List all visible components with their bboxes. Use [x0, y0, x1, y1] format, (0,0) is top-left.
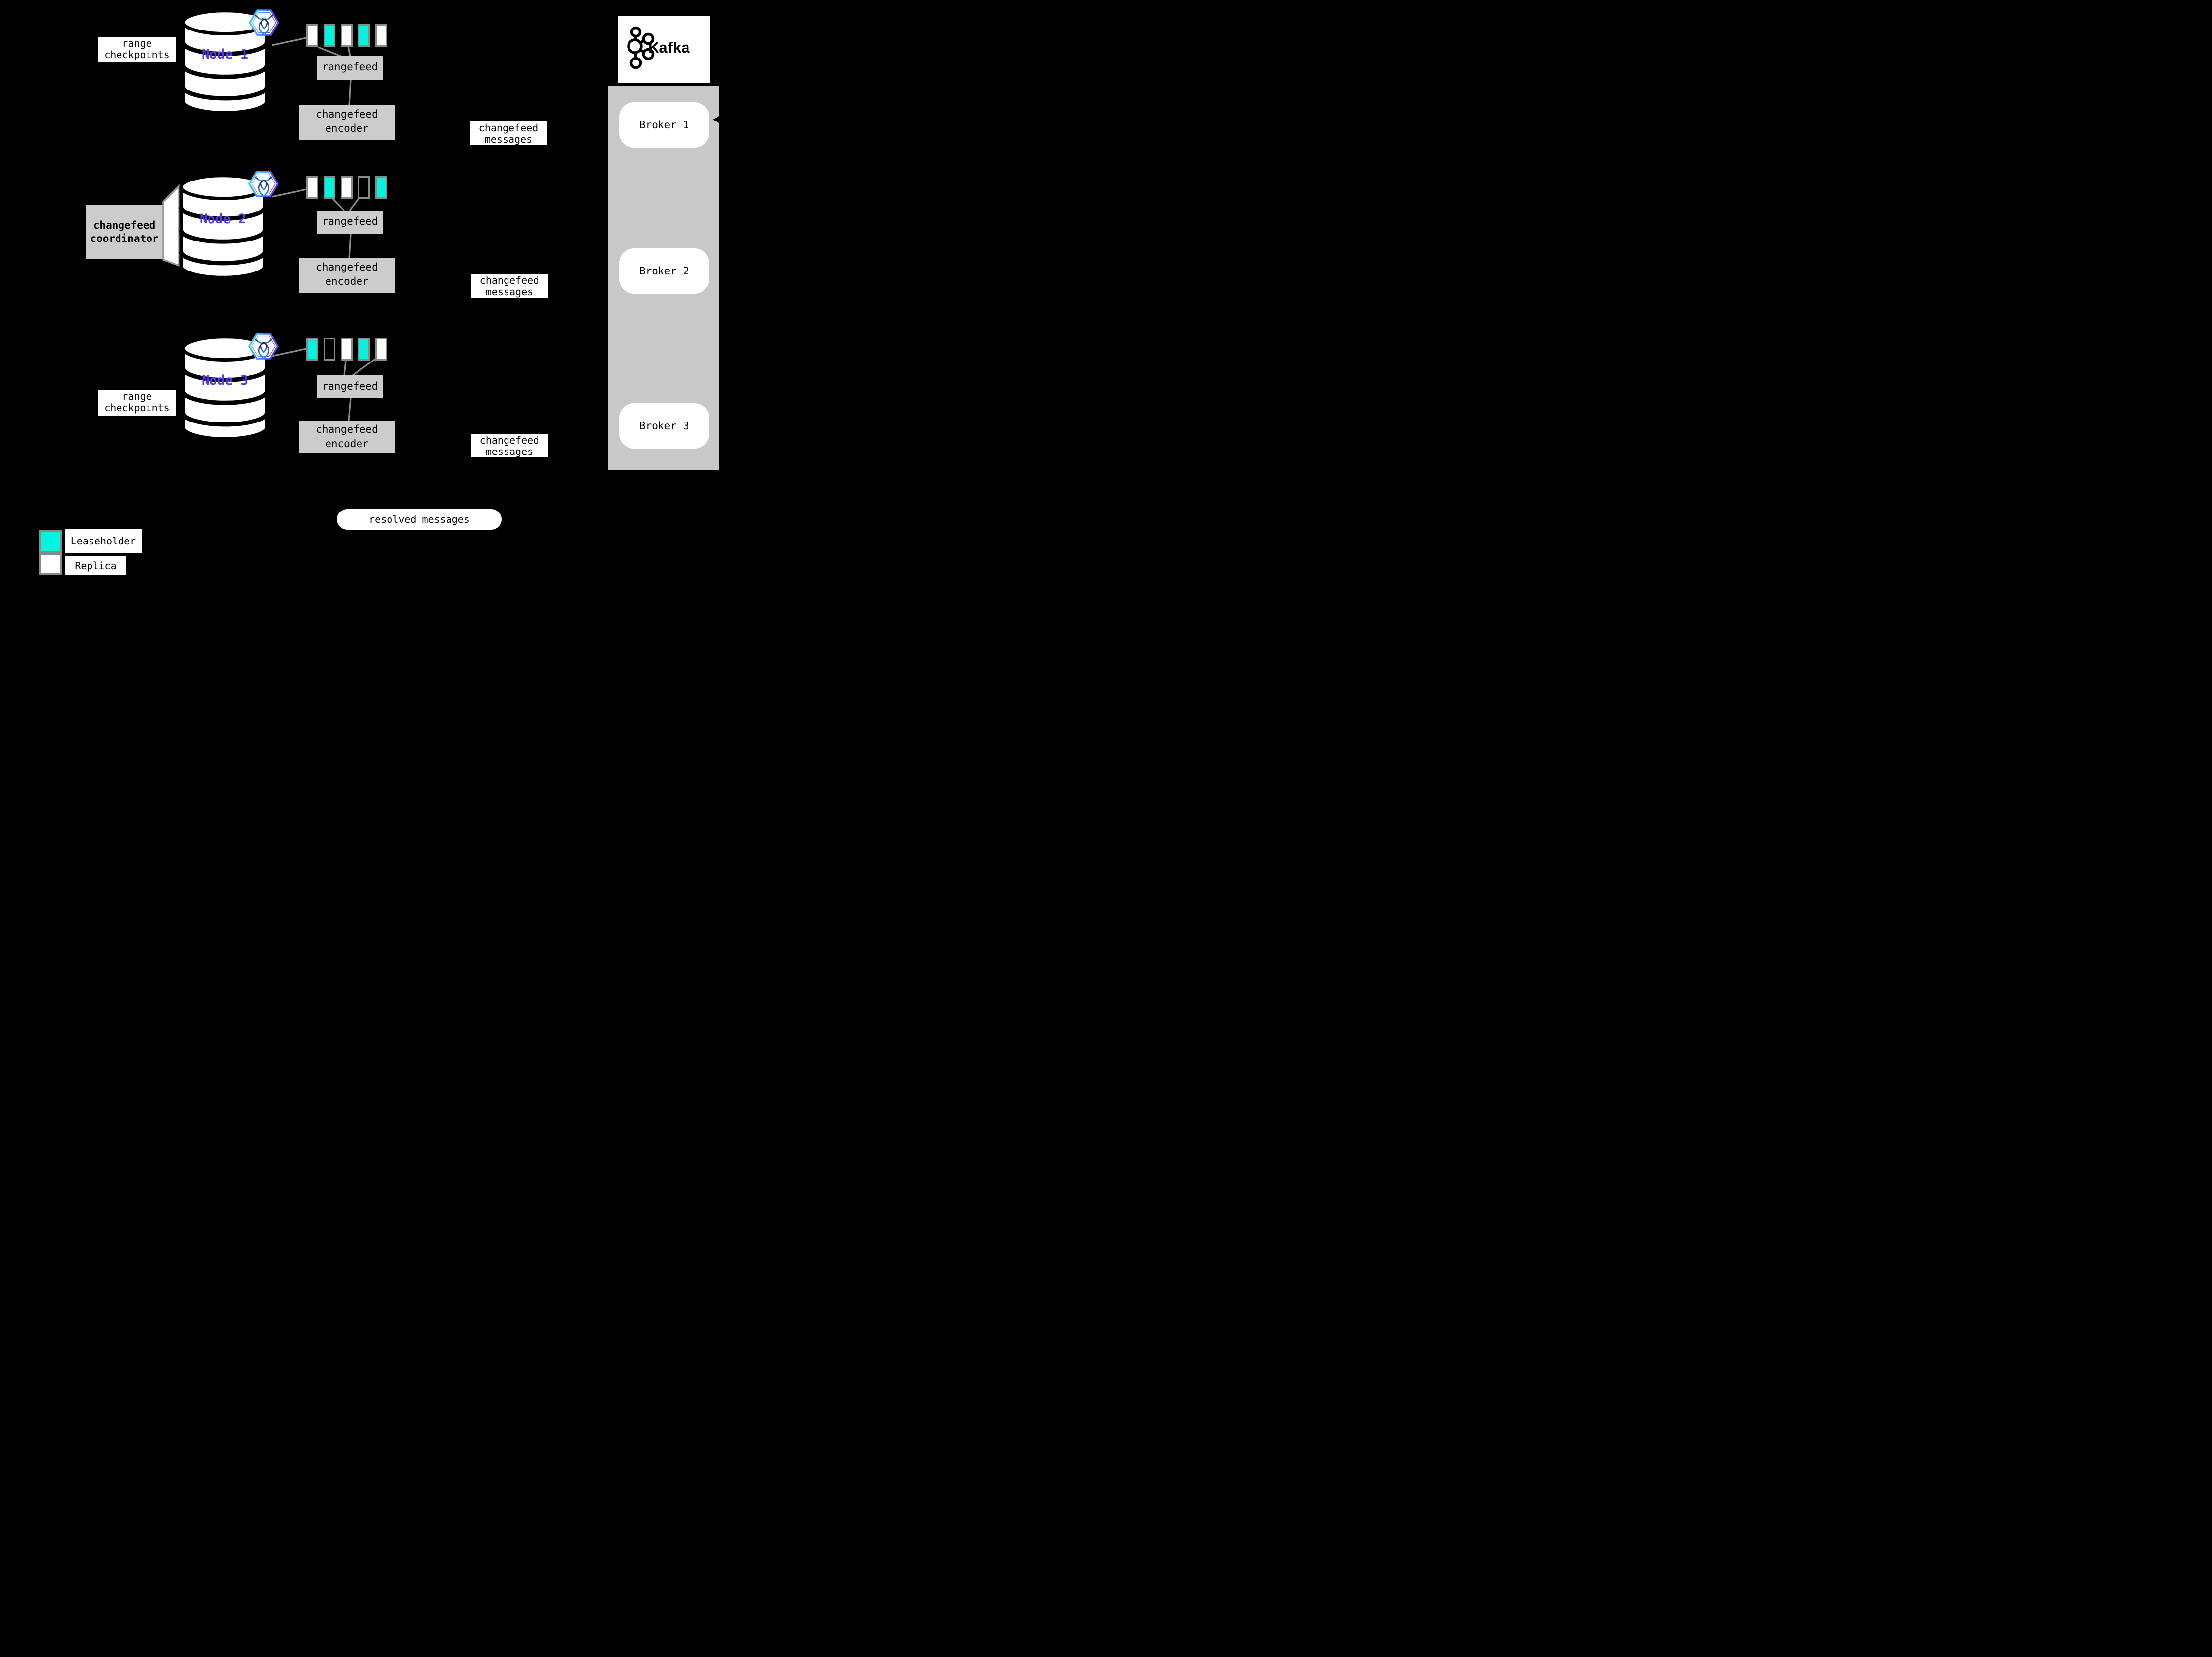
range-square-replica: [375, 338, 387, 361]
changefeed-messages-label-2: changefeed messages: [471, 274, 548, 298]
changefeed-messages-line2: messages: [484, 133, 533, 145]
node-2-changefeed-encoder-box: changefeed encoder: [299, 258, 395, 293]
node-1-encoder-line2: encoder: [325, 122, 369, 134]
range-square-replica: [306, 24, 318, 47]
legend-replica-label: Replica: [65, 556, 126, 575]
range-square-replica: [341, 176, 353, 199]
range-checkpoints-label-2: range checkpoints: [98, 390, 176, 416]
range-checkpoints-line1: range: [122, 391, 152, 402]
legend-leaseholder-swatch: [39, 530, 62, 553]
cockroach-logo-glyph: [254, 338, 273, 360]
node-2-rangefeed-box: rangefeed: [317, 211, 383, 234]
changefeed-messages-label-1: changefeed messages: [470, 121, 547, 145]
changefeed-coordinator-box: changefeed coordinator: [86, 205, 163, 259]
cockroach-logo-glyph: [254, 176, 273, 197]
node-3-rangefeed-box: rangefeed: [317, 375, 383, 398]
coordinator-flag-shape: [162, 183, 180, 267]
broker-1-label: Broker 1: [639, 119, 689, 131]
node-1-encoder-line1: changefeed: [316, 108, 378, 120]
broker-3: Broker 3: [619, 403, 709, 449]
arrowhead-into-broker-1: [713, 116, 720, 123]
changefeed-messages-line2: messages: [485, 446, 534, 457]
range-checkpoints-line1: range: [122, 37, 152, 49]
node-3-encoder-line2: encoder: [325, 438, 369, 450]
coordinator-line2: coordinator: [90, 233, 159, 244]
node-1-label: Node 1: [202, 47, 248, 62]
node-3-range-replicas: [306, 338, 387, 361]
node-1-cylinder: Node 1: [181, 9, 269, 115]
node-3-rangefeed-label: rangefeed: [322, 380, 378, 392]
node-3-encoder-line1: changefeed: [316, 423, 378, 435]
changefeed-messages-line1: changefeed: [479, 434, 539, 446]
node-3-label: Node 3: [202, 373, 248, 388]
range-square-leaseholder: [306, 338, 318, 361]
range-square-empty: [324, 338, 335, 361]
cockroachdb-hexagon-icon: [248, 171, 279, 197]
node-2-encoder-line1: changefeed: [316, 261, 378, 273]
range-square-replica: [306, 176, 318, 199]
node-2-range-replicas: [306, 176, 387, 199]
kafka-logo-box: Kafka: [618, 16, 710, 83]
legend-leaseholder-label: Leaseholder: [65, 529, 142, 553]
broker-1: Broker 1: [619, 102, 709, 148]
cockroachdb-hexagon-icon: [248, 333, 279, 360]
legend-replica-swatch: [39, 553, 62, 575]
range-checkpoints-line2: checkpoints: [104, 402, 170, 414]
resolved-messages-pill: resolved messages: [337, 509, 502, 530]
broker-2: Broker 2: [619, 248, 709, 294]
range-square-leaseholder: [324, 24, 335, 47]
range-checkpoints-label-1: range checkpoints: [98, 37, 176, 62]
range-square-empty: [358, 176, 370, 199]
cockroach-logo-glyph: [255, 15, 273, 36]
range-square-replica: [341, 24, 353, 47]
node-1-rangefeed-label: rangefeed: [322, 61, 378, 73]
node-2-encoder-line2: encoder: [325, 275, 369, 287]
node-1-changefeed-encoder-box: changefeed encoder: [299, 105, 395, 140]
cockroachdb-hexagon-icon: [248, 9, 280, 36]
changefeed-messages-line1: changefeed: [479, 274, 539, 286]
changefeed-messages-label-3: changefeed messages: [471, 434, 548, 457]
range-square-leaseholder: [358, 24, 370, 47]
range-checkpoints-line2: checkpoints: [104, 49, 170, 60]
node-3-changefeed-encoder-box: changefeed encoder: [299, 421, 395, 453]
node-3-cylinder: Node 3: [181, 335, 269, 441]
node-2-label: Node 2: [200, 212, 246, 227]
range-square-leaseholder: [324, 176, 335, 199]
changefeed-messages-line1: changefeed: [478, 122, 538, 134]
range-square-leaseholder: [375, 176, 387, 199]
kafka-logo-icon: [627, 26, 655, 69]
node-2-rangefeed-label: rangefeed: [322, 215, 378, 227]
legend-replica-text: Replica: [75, 560, 117, 572]
changefeed-messages-line2: messages: [485, 286, 534, 298]
node-1-range-replicas: [306, 24, 387, 47]
node-1-rangefeed-box: rangefeed: [317, 56, 383, 80]
broker-2-label: Broker 2: [639, 265, 689, 277]
legend-leaseholder-text: Leaseholder: [70, 535, 136, 547]
broker-3-label: Broker 3: [639, 420, 689, 432]
range-square-leaseholder: [358, 338, 370, 361]
range-square-replica: [341, 338, 353, 361]
changefeed-architecture-diagram: range checkpoints Node 1 rangefeed chang…: [0, 0, 771, 577]
coordinator-line1: changefeed: [93, 219, 156, 231]
kafka-title: Kafka: [648, 39, 690, 56]
resolved-messages-label: resolved messages: [369, 513, 470, 525]
range-square-replica: [375, 24, 387, 47]
